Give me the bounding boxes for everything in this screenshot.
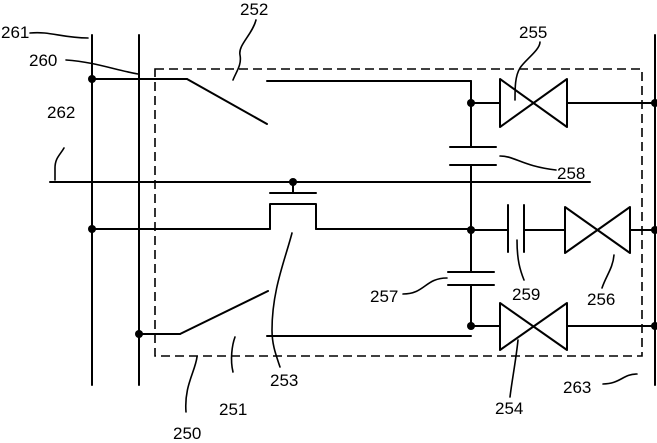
- label-259: 259: [512, 285, 540, 304]
- junction-dot: [88, 225, 96, 233]
- leader-259: [517, 240, 524, 280]
- element-256: [565, 207, 630, 253]
- switch-251-blade: [180, 291, 268, 334]
- label-251: 251: [219, 400, 247, 419]
- label-252: 252: [240, 0, 268, 19]
- switch-252-blade: [187, 79, 267, 124]
- junction-dot: [651, 226, 657, 234]
- junction-dot: [467, 322, 475, 330]
- leader-258: [500, 156, 556, 170]
- leader-261: [30, 33, 88, 38]
- label-260: 260: [29, 51, 57, 70]
- leader-253: [272, 233, 292, 367]
- label-257: 257: [370, 287, 398, 306]
- transistor-253-channel: [270, 204, 316, 229]
- leader-256: [602, 255, 614, 288]
- junction-dot: [135, 330, 143, 338]
- leader-251: [232, 337, 235, 372]
- circuit-boundary: [155, 69, 642, 356]
- leader-250: [186, 357, 197, 412]
- leader-260: [66, 60, 138, 74]
- label-255: 255: [519, 23, 547, 42]
- label-256: 256: [587, 290, 615, 309]
- element-254: [500, 303, 567, 350]
- leader-257: [403, 278, 447, 294]
- leader-252: [233, 20, 256, 80]
- label-263: 263: [563, 378, 591, 397]
- junction-dot: [467, 99, 475, 107]
- junction-dot: [651, 322, 657, 330]
- junction-dot: [289, 178, 297, 186]
- label-254: 254: [495, 399, 523, 418]
- leader-254: [510, 340, 518, 397]
- leader-262: [55, 148, 64, 180]
- leader-263: [603, 374, 637, 384]
- junction-dot: [88, 75, 96, 83]
- element-255: [500, 79, 567, 127]
- label-262: 262: [47, 103, 75, 122]
- label-253: 253: [270, 371, 298, 390]
- junction-dot: [651, 99, 657, 107]
- label-261: 261: [1, 23, 29, 42]
- junction-dot: [467, 226, 475, 234]
- label-258: 258: [557, 164, 585, 183]
- label-250: 250: [173, 424, 201, 443]
